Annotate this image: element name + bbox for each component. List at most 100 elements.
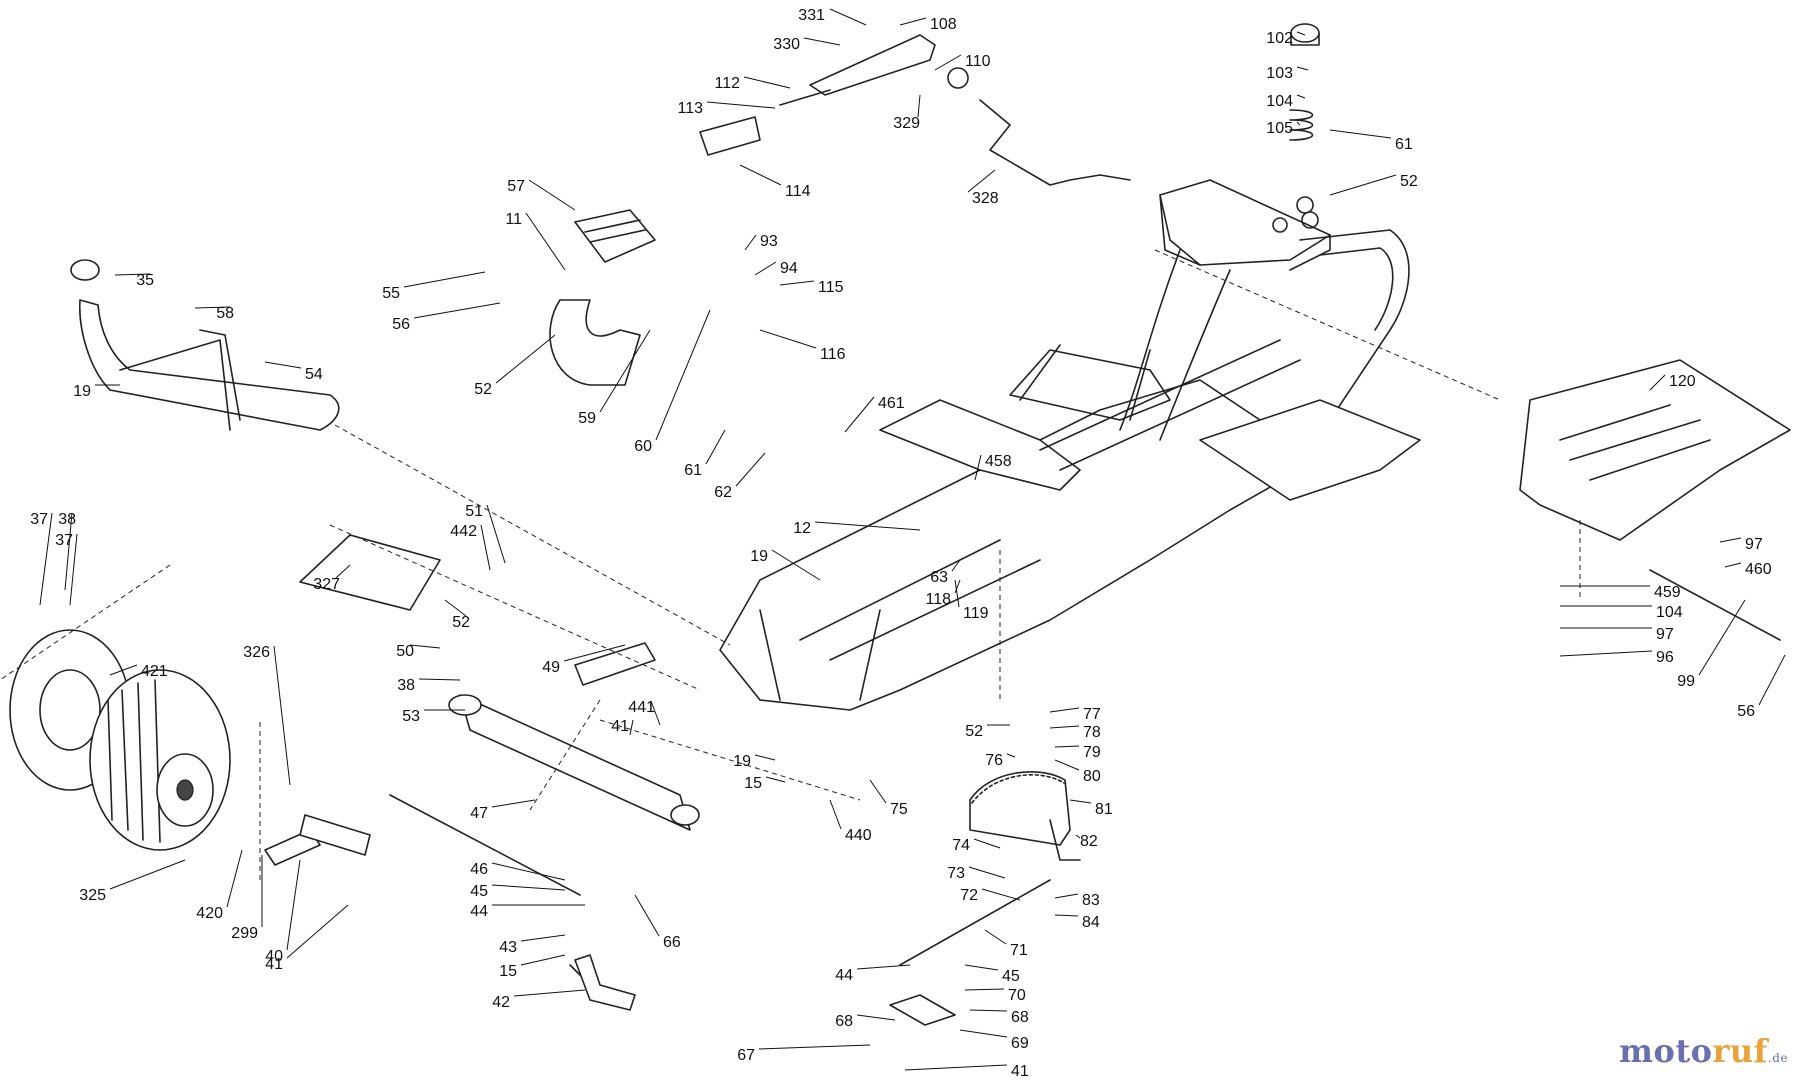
- callout-leader: [409, 644, 441, 649]
- callout-leader: [1724, 562, 1742, 568]
- callout-leader: [829, 799, 842, 830]
- callout-leader: [114, 273, 151, 276]
- callout-leader: [765, 776, 786, 783]
- callout-leader: [1698, 599, 1746, 676]
- callout-number: 72: [960, 887, 978, 904]
- callout-number: 112: [714, 75, 740, 92]
- callout-leader: [739, 164, 782, 186]
- callout-number: 44: [835, 967, 853, 984]
- callout-number: 56: [392, 316, 410, 333]
- callout-leader: [779, 280, 815, 286]
- callout-number: 19: [73, 383, 91, 400]
- callout-number: 52: [965, 723, 983, 740]
- callout-number: 41: [1011, 1063, 1029, 1080]
- callout-number: 11: [505, 211, 522, 228]
- callout-leader: [413, 302, 501, 319]
- callout-number: 331: [798, 7, 825, 24]
- callout-number: 299: [231, 925, 258, 942]
- watermark-tld: .de: [1767, 1051, 1788, 1065]
- callout-leader: [974, 454, 982, 481]
- callout-number: 59: [578, 410, 596, 427]
- callout-leader: [403, 271, 486, 288]
- callout-leader: [109, 859, 186, 890]
- callout-leader: [758, 1044, 871, 1050]
- callout-number: 79: [1083, 744, 1101, 761]
- callout-number: 58: [216, 305, 234, 322]
- callout-leader: [226, 849, 243, 908]
- callout-number: 15: [744, 775, 762, 792]
- callout-leader: [629, 719, 634, 736]
- callout-leader: [951, 559, 961, 572]
- callout-number: 104: [1266, 93, 1293, 110]
- callout-number: 329: [893, 115, 920, 132]
- callout-leader: [491, 884, 566, 891]
- callout-leader: [109, 664, 138, 676]
- callout-number: 55: [382, 285, 400, 302]
- callout-number: 104: [1656, 604, 1683, 621]
- callout-number: 35: [136, 272, 154, 289]
- callout-leader: [1054, 914, 1079, 917]
- callout-leader: [563, 644, 626, 662]
- site-watermark: motoruf.de: [1619, 1032, 1788, 1070]
- callout-number: 74: [952, 837, 970, 854]
- callout-leader: [743, 76, 791, 89]
- callout-number: 461: [878, 395, 905, 412]
- callout-number: 66: [663, 934, 681, 951]
- callout-leader: [1054, 893, 1079, 899]
- callout-leader: [1296, 121, 1301, 126]
- callout-number: 50: [396, 643, 414, 660]
- callout-number: 70: [1008, 987, 1026, 1004]
- callout-leader: [599, 329, 651, 413]
- callout-leader: [444, 599, 467, 617]
- callout-number: 458: [985, 453, 1012, 470]
- callout-number: 15: [499, 963, 517, 980]
- callout-leader: [69, 533, 78, 606]
- drawing-artwork: [0, 23, 1791, 1026]
- callout-leader: [803, 37, 841, 46]
- callout-number: 80: [1083, 768, 1101, 785]
- callout-number: 63: [930, 569, 948, 586]
- callout-leader: [655, 309, 711, 441]
- callout-leader: [1075, 834, 1081, 839]
- callout-number: 330: [773, 36, 800, 53]
- callout-leader: [1054, 759, 1080, 771]
- callout-number: 94: [780, 260, 798, 277]
- callout-leader: [520, 934, 566, 942]
- callout-leader: [771, 549, 821, 581]
- callout-number: 325: [79, 887, 106, 904]
- callout-leader: [513, 989, 586, 997]
- callout-leader: [1329, 129, 1392, 139]
- callout-number: 47: [470, 805, 488, 822]
- callout-leader: [968, 866, 1006, 879]
- callout-number: 38: [397, 677, 415, 694]
- callout-leader: [1049, 707, 1080, 713]
- callout-number: 12: [793, 520, 811, 537]
- callout-leader: [194, 306, 231, 309]
- callout-number: 49: [542, 659, 560, 676]
- callout-leader: [1329, 174, 1397, 196]
- callout-number: 77: [1083, 706, 1101, 723]
- callout-number: 54: [305, 366, 323, 383]
- callout-leader: [844, 396, 875, 433]
- callout-number: 41: [265, 956, 283, 973]
- watermark-accent: ruf: [1712, 1032, 1768, 1070]
- callout-number: 83: [1082, 892, 1100, 909]
- callout-number: 45: [1002, 968, 1020, 985]
- callout-number: 46: [470, 861, 488, 878]
- callout-number: 37: [30, 511, 48, 528]
- callout-number: 118: [925, 591, 951, 608]
- callout-leader: [959, 1029, 1008, 1038]
- callout-number: 56: [1737, 703, 1755, 720]
- callout-leader: [869, 779, 887, 804]
- callout-number: 53: [402, 708, 420, 725]
- callout-number: 19: [733, 753, 751, 770]
- callout-leader: [856, 1014, 896, 1021]
- callout-leader: [1758, 654, 1786, 706]
- callout-leader: [495, 334, 556, 384]
- callout-number: 52: [452, 614, 470, 631]
- callout-number: 103: [1266, 65, 1293, 82]
- watermark-main: moto: [1619, 1032, 1713, 1070]
- callout-leader: [1649, 374, 1666, 391]
- callout-leader: [964, 988, 1005, 991]
